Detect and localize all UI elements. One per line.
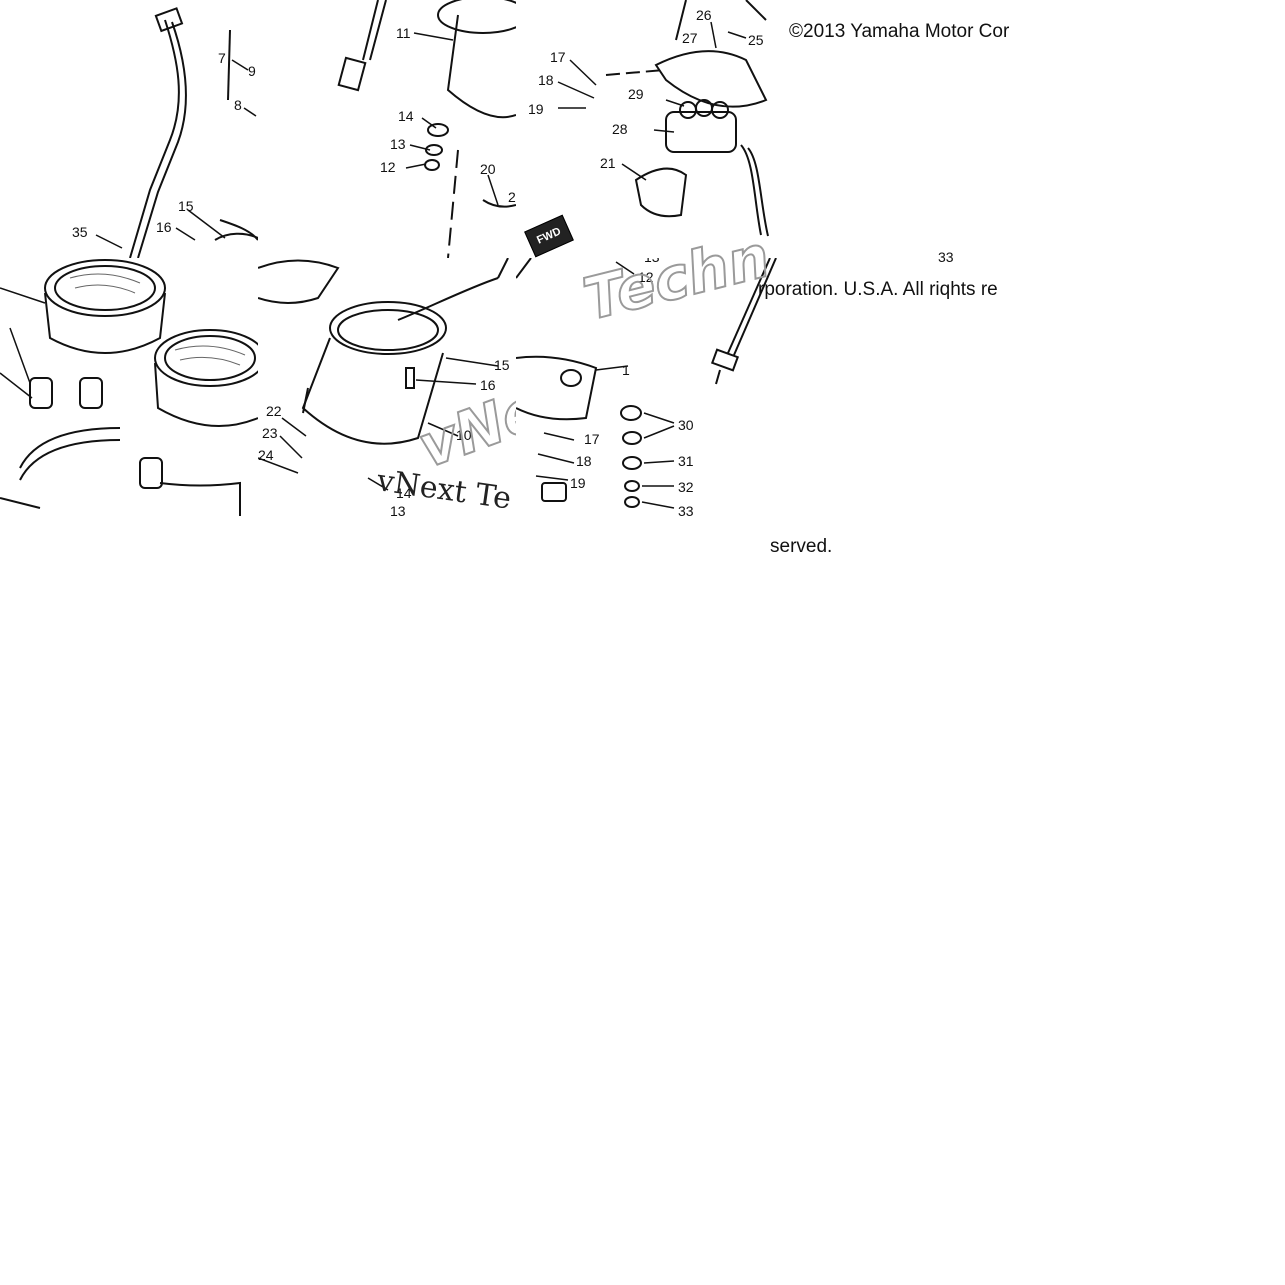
diagram-tile-cable-end	[700, 258, 780, 388]
callout-18b: 18	[576, 453, 592, 469]
callout-20: 20	[480, 161, 496, 177]
callout-23: 23	[262, 425, 278, 441]
callout-35: 35	[72, 224, 88, 240]
callout-28: 28	[612, 121, 628, 137]
callout-15: 15	[178, 198, 194, 214]
diagram-tile-gauge: 15 16 10 22 23 24 14 13 vNe vNext Te	[258, 258, 516, 516]
callout-12c: 12	[638, 269, 654, 285]
callout-21: 21	[600, 155, 616, 171]
callout-25: 25	[748, 32, 764, 48]
callout-2: 2	[508, 189, 516, 205]
diagram-tile-cable: 35 15 16 7 9 8	[0, 0, 258, 258]
callout-13b: 13	[390, 503, 406, 516]
callout-33: 33	[678, 503, 694, 516]
callout-26: 26	[696, 7, 712, 23]
callout-16: 16	[156, 219, 172, 235]
callout-33-top: 33	[938, 249, 954, 265]
callout-32: 32	[678, 479, 694, 495]
callout-14: 14	[398, 108, 414, 124]
callout-31: 31	[678, 453, 694, 469]
callout-16b: 16	[480, 377, 496, 393]
watermark-techn: Techn	[577, 222, 776, 334]
callout-8: 8	[234, 97, 242, 113]
callout-24: 24	[258, 447, 274, 463]
callout-17b: 17	[584, 431, 600, 447]
copyright-line-3: served.	[770, 536, 833, 557]
callout-27: 27	[682, 30, 698, 46]
copyright-line-2: rporation. U.S.A. All riqhts re	[758, 279, 998, 300]
watermark-techn-layer: Techn	[576, 221, 777, 335]
copyright-line-1: ©2013 Yamaha Motor Cor	[789, 21, 1010, 42]
callout-9: 9	[248, 63, 256, 79]
callout-19: 19	[528, 101, 544, 117]
diagram-tile-housing: 11 14 13 12 20 2	[258, 0, 516, 258]
callout-12: 12	[380, 159, 396, 175]
diagram-tile-meters	[0, 258, 258, 516]
callout-18: 18	[538, 72, 554, 88]
callout-13: 13	[390, 136, 406, 152]
callout-1: 1	[622, 362, 630, 378]
callout-17: 17	[550, 49, 566, 65]
callout-10: 10	[456, 427, 472, 443]
callout-15b: 15	[494, 357, 510, 373]
callout-11: 11	[396, 25, 411, 41]
callout-22: 22	[266, 403, 282, 419]
callout-13c: 13	[644, 258, 660, 265]
callout-30: 30	[678, 417, 694, 433]
callout-14b: 14	[396, 485, 412, 501]
callout-29: 29	[628, 86, 644, 102]
callout-7: 7	[218, 50, 226, 66]
callout-19b: 19	[570, 475, 586, 491]
watermark-vn: vNe	[410, 374, 516, 481]
